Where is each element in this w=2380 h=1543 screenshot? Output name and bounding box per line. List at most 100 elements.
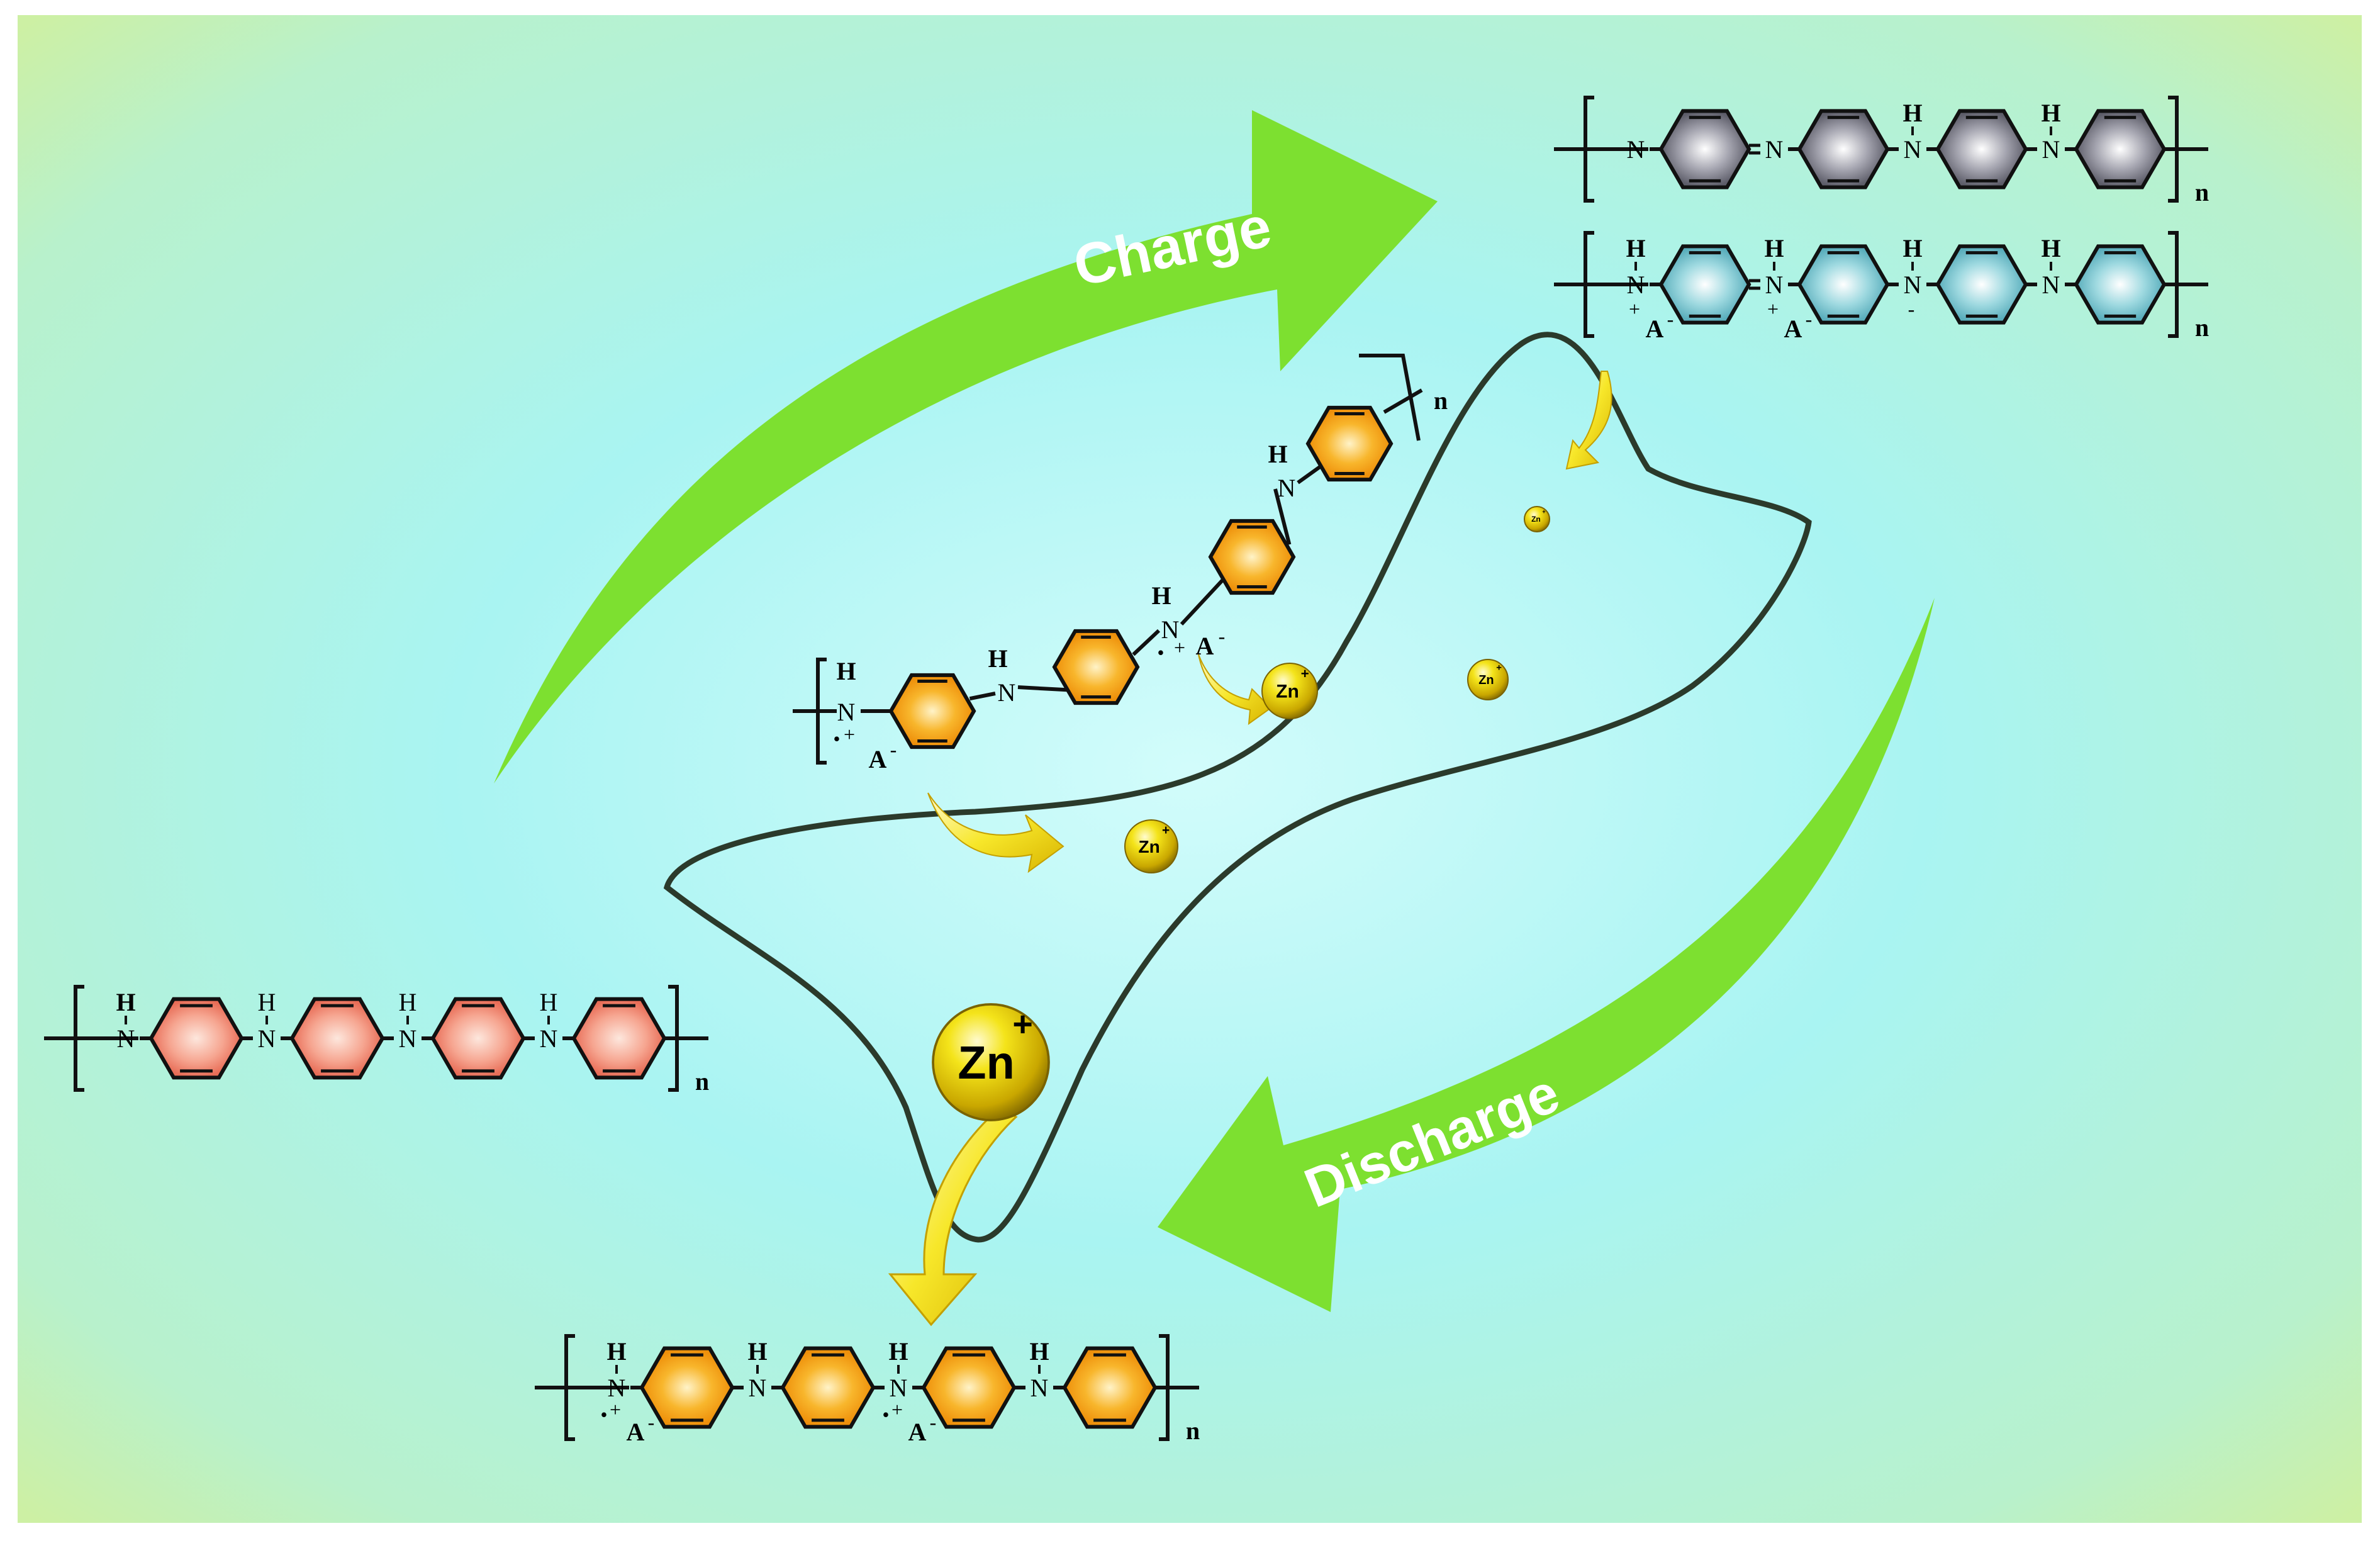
nitrogen-atom: N (2042, 271, 2060, 299)
benzene-ring (1935, 244, 2028, 325)
benzene-ring (1052, 629, 1140, 705)
yellow-arrow-icon (1198, 654, 1272, 726)
nitrogen-atom: N (1765, 135, 1784, 164)
nitrogen-atom: N (890, 1374, 908, 1402)
benzene-ring (289, 997, 385, 1080)
hydrogen-atom: H (606, 1337, 626, 1366)
hydrogen-atom: H (1902, 99, 1922, 127)
hydrogen-atom: H (258, 988, 276, 1016)
ion-flow-arrows (888, 371, 1612, 1327)
zn-ion: Zn+ (1524, 506, 1550, 532)
anion-label: A (908, 1418, 927, 1446)
hydrogen-atom: H (2041, 234, 2060, 262)
zn-label: Zn (1139, 837, 1160, 856)
hydrogen-atom: H (399, 988, 417, 1016)
zn-ion-large: Zn+ (932, 1003, 1050, 1121)
zn-ion: Zn+ (1124, 819, 1178, 873)
repeat-subscript: n (2195, 313, 2209, 342)
yellow-arrow-icon (1565, 371, 1612, 470)
anion-charge: - (890, 738, 897, 761)
nitrogen-atom: N (998, 678, 1016, 707)
benzene-ring (430, 997, 526, 1080)
hydrogen-atom: H (1626, 234, 1645, 262)
radical-dot: • (882, 1403, 889, 1426)
benzene-ring (2074, 109, 2167, 189)
chain-pernigraniline-salt: NH+A-NH+A-NH-NHn (1554, 231, 2209, 343)
benzene-ring (780, 1346, 876, 1429)
charge-minus: - (1908, 298, 1915, 320)
benzene-ring (1062, 1346, 1158, 1429)
charge-plus: + (891, 1398, 903, 1421)
charge-plus: + (610, 1398, 621, 1421)
benzene-ring (1658, 244, 1751, 325)
zn-label: Zn (958, 1036, 1014, 1089)
zn-ion: Zn+ (1467, 659, 1509, 700)
radical-dot: • (1157, 641, 1164, 664)
benzene-ring (1208, 519, 1296, 595)
radical-dot: • (600, 1403, 607, 1426)
nitrogen-atom: N (258, 1024, 276, 1053)
benzene-ring (921, 1346, 1017, 1429)
zn-ion: Zn+ (1261, 663, 1318, 719)
benzene-ring (1305, 405, 1394, 482)
benzene-ring (2074, 244, 2167, 325)
zn-charge: + (1162, 823, 1170, 838)
repeat-subscript: n (1434, 386, 1448, 415)
benzene-ring (1797, 109, 1890, 189)
hydrogen-atom: H (116, 988, 135, 1016)
benzene-ring (1935, 109, 2028, 189)
anion-charge: - (1219, 625, 1226, 648)
anion-label: A (627, 1418, 645, 1446)
bracket-left (564, 1334, 575, 1441)
nitrogen-atom: N (117, 1024, 135, 1053)
anion-label: A (1646, 315, 1664, 343)
radical-dot: • (833, 727, 840, 750)
hydrogen-atom: H (1764, 234, 1784, 262)
nitrogen-atom: N (1904, 135, 1922, 164)
cv-curve (663, 332, 1812, 1243)
nitrogen-atom: N (1765, 271, 1784, 299)
yellow-arrow-icon (888, 1106, 1018, 1327)
benzene-ring (571, 997, 667, 1080)
charge-plus: + (844, 723, 855, 746)
hydrogen-atom: H (988, 644, 1007, 673)
zn-label: Zn (1276, 682, 1299, 702)
bracket-left (1584, 231, 1594, 338)
benzene-ring (1797, 244, 1890, 325)
benzene-ring (888, 673, 976, 749)
hydrogen-atom: H (747, 1337, 767, 1366)
hydrogen-atom: H (1151, 581, 1171, 610)
repeat-subscript: n (1186, 1417, 1200, 1445)
benzene-ring (1658, 109, 1751, 189)
bracket-left (816, 658, 827, 765)
nitrogen-atom: N (1161, 615, 1180, 644)
nitrogen-atom: N (1627, 271, 1645, 299)
charge-plus: + (1767, 298, 1779, 320)
nitrogen-atom: N (837, 698, 856, 726)
bracket-left (1584, 96, 1594, 203)
anion-charge: - (930, 1411, 937, 1434)
hydrogen-atom: H (540, 988, 558, 1016)
nitrogen-atom: N (1031, 1374, 1049, 1402)
nitrogen-atom: N (399, 1024, 417, 1053)
hydrogen-atom: H (1902, 234, 1922, 262)
zn-label: Zn (1531, 515, 1541, 524)
hydrogen-atom: H (1268, 440, 1287, 468)
zinc-ions: Zn+Zn+Zn+Zn+Zn+ (932, 506, 1550, 1121)
benzene-ring (148, 997, 244, 1080)
nitrogen-atom: N (1278, 474, 1296, 502)
zn-charge: + (1012, 1005, 1032, 1044)
hydrogen-atom: H (1029, 1337, 1049, 1366)
hydrogen-atom: H (836, 657, 856, 685)
anion-charge: - (1667, 308, 1674, 330)
zn-charge: + (1301, 666, 1309, 682)
nitrogen-atom: N (1627, 135, 1645, 164)
repeat-subscript: n (695, 1067, 709, 1096)
